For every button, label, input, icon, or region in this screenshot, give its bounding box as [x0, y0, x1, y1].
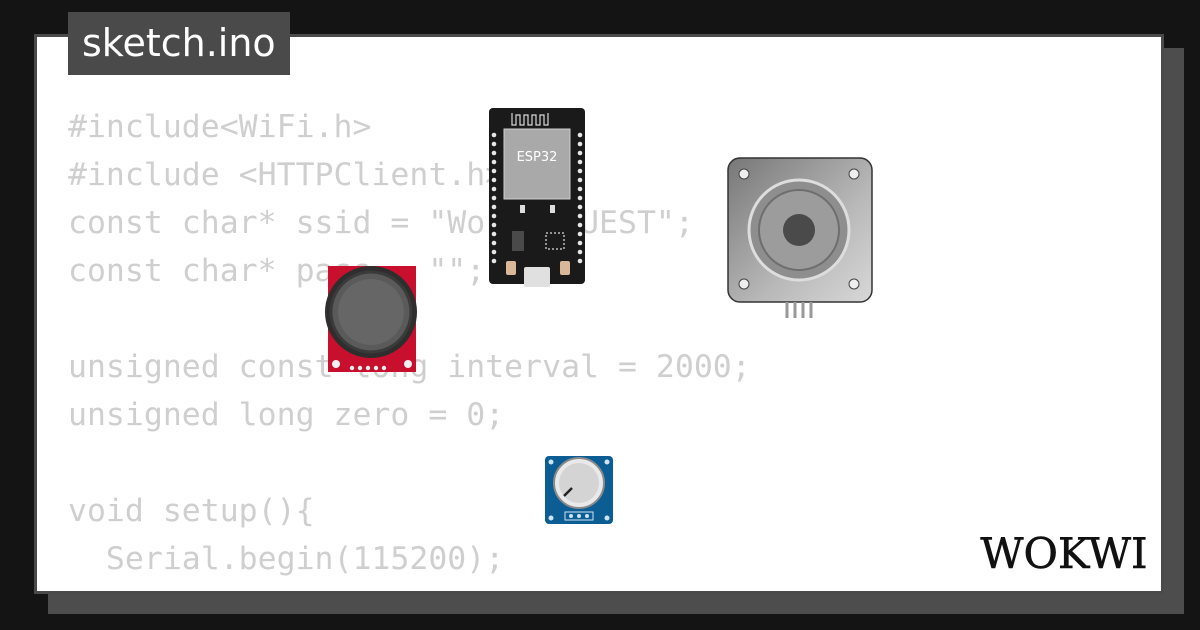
- sketch-card: #include<WiFi.h> #include <HTTPClient.h> c…: [34, 34, 1164, 594]
- stepper-motor[interactable]: [726, 156, 876, 322]
- code-line: const char* ssid = "Wokwi-GUEST";: [68, 205, 694, 241]
- code-line: void setup(){: [68, 493, 315, 529]
- code-line: unsigned long zero = 0;: [68, 397, 505, 433]
- code-line: #include <HTTPClient.h>: [68, 157, 505, 193]
- analog-joystick[interactable]: [324, 264, 420, 376]
- esp32-chip-label: ESP32: [517, 150, 558, 165]
- file-tab[interactable]: sketch.ino: [68, 12, 290, 75]
- rotary-potentiometer[interactable]: [543, 454, 615, 526]
- wokwi-logo-text: WOKWI: [980, 529, 1147, 576]
- code-line: #include<WiFi.h>: [68, 109, 372, 145]
- code-line: Serial.begin(115200);: [68, 541, 505, 577]
- code-line: [68, 439, 751, 487]
- esp32-board[interactable]: ESP32: [488, 107, 586, 289]
- wokwi-logo: WOKWI: [980, 529, 1148, 576]
- code-line: unsigned const long interval = 2000;: [68, 349, 751, 385]
- code-line: WiFi.begin(ssid, pass);: [68, 583, 751, 591]
